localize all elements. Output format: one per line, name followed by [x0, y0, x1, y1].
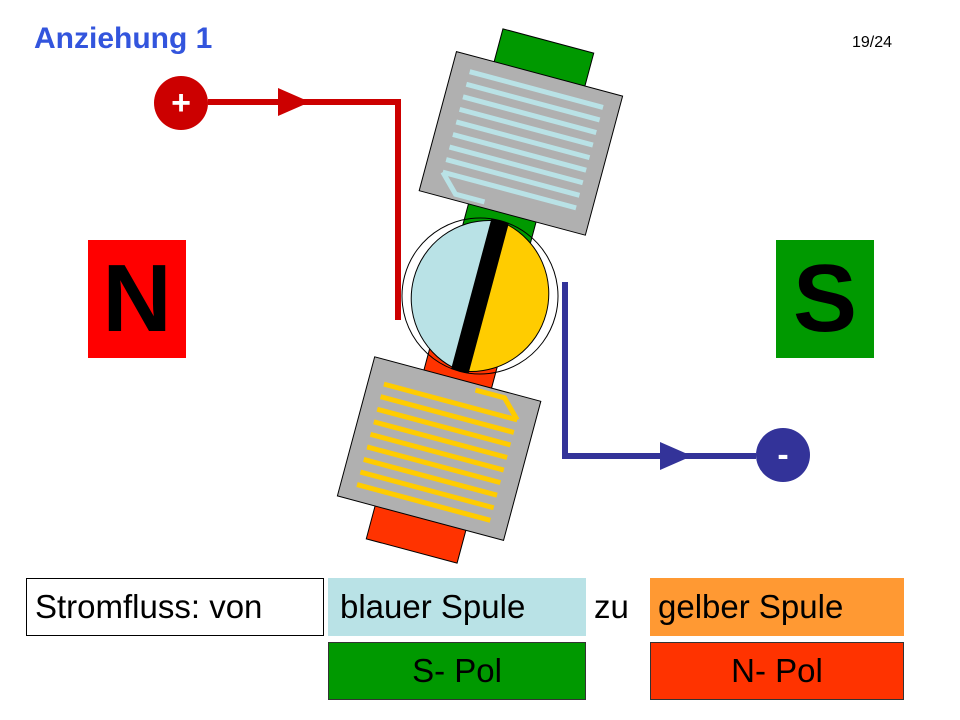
- s-pole-cell: S- Pol: [328, 642, 586, 700]
- page-counter: 19/24: [852, 34, 893, 51]
- commutator-outline: [401, 217, 559, 375]
- wire-negative: [562, 282, 756, 459]
- current-flow-label: Stromfluss: von: [26, 578, 324, 636]
- commutator-gap: [451, 218, 509, 374]
- page-title: Anziehung 1: [34, 22, 213, 55]
- n-pole-cell: N- Pol: [650, 642, 904, 700]
- rotor-assembly: [336, 28, 624, 564]
- current-to-word: zu: [590, 578, 648, 636]
- wire-positive-arrow: [278, 88, 310, 116]
- magnet-south-pole: S: [776, 240, 874, 358]
- coil-top-windings: [440, 69, 604, 211]
- current-from-cell: blauer Spule: [328, 578, 586, 636]
- positive-terminal: +: [154, 76, 208, 130]
- current-to-cell: gelber Spule: [650, 578, 904, 636]
- wire-positive: [208, 99, 401, 320]
- wire-negative-arrow: [660, 442, 692, 470]
- negative-terminal: -: [756, 428, 810, 482]
- magnet-north-pole: N: [88, 240, 186, 358]
- commutator-yellow-half: [467, 223, 550, 372]
- commutator-blue-half: [410, 220, 493, 369]
- coil-bottom-windings: [356, 381, 520, 523]
